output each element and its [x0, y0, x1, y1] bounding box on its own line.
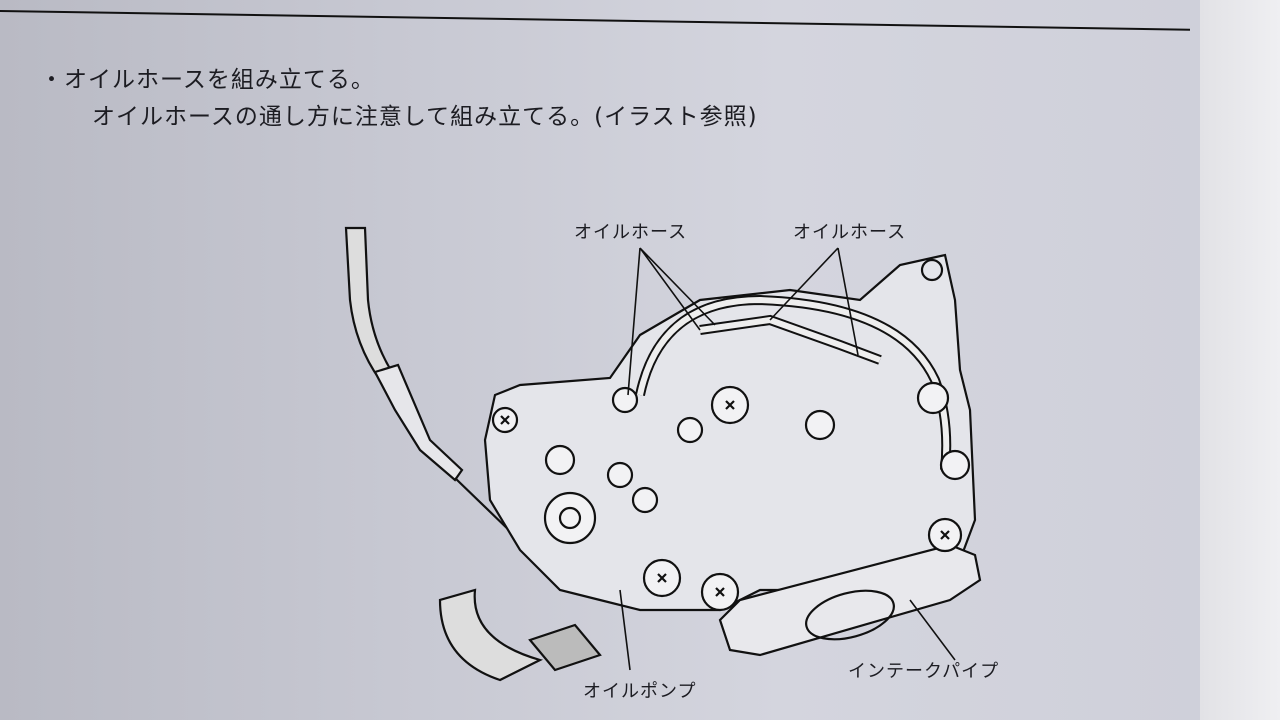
- bullet: ・: [40, 67, 64, 93]
- lower-hose: [438, 588, 544, 682]
- intake-flange: [718, 543, 982, 657]
- throttle-cable: [344, 226, 394, 382]
- pump-body: [483, 253, 977, 612]
- instruction-step: ・オイルホースを組み立てる。: [40, 60, 375, 94]
- cable-fitting: [373, 363, 464, 482]
- instruction-note: オイルホースの通し方に注意して組み立てる。(イラスト参照): [92, 104, 758, 130]
- label-oil-pump: オイルポンプ: [583, 681, 697, 702]
- screws: [491, 381, 971, 612]
- leader-lines: [619, 247, 956, 671]
- label-intake-pipe: インテークパイプ: [848, 661, 1000, 682]
- page-edge: [1200, 0, 1280, 720]
- label-oil-hose-left: オイルホース: [574, 222, 688, 243]
- step-text: オイルホースを組み立てる。: [64, 67, 375, 93]
- label-oil-hose-right: オイルホース: [793, 222, 907, 243]
